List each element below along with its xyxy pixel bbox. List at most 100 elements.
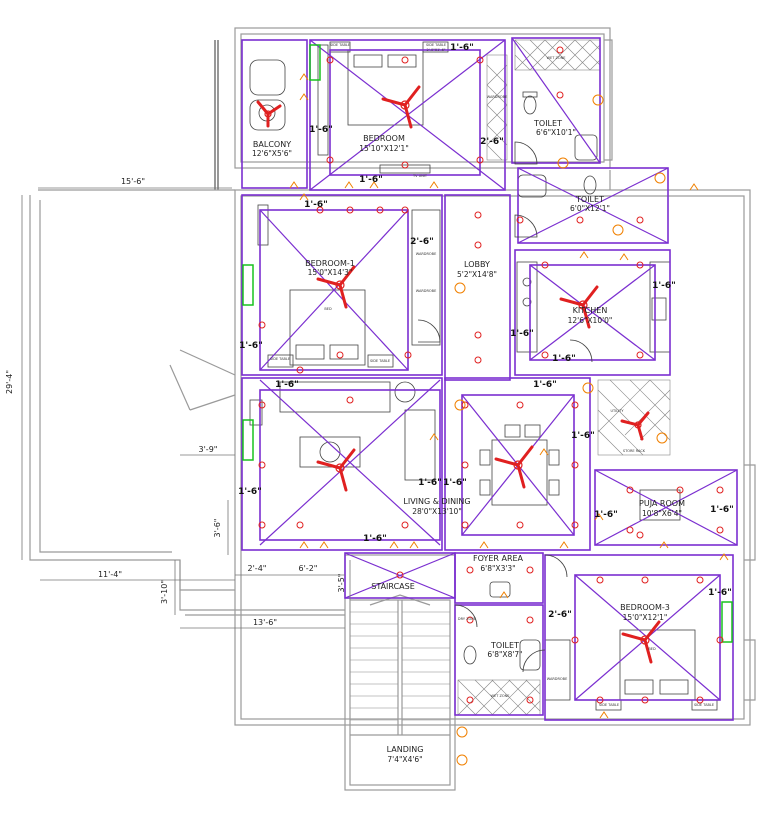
room-name-balcony: BALCONY [253,140,291,149]
ac-units [242,44,733,643]
svg-text:WARDROBE: WARDROBE [487,95,508,99]
svg-text:1'-6": 1'-6" [708,588,732,598]
room-name-lobby: LOBBY [464,260,490,269]
room-name-bedroom: BEDROOM [363,134,405,143]
ac-unit [721,601,733,643]
room-size-bedroom-3: 15'0"X12'1" [623,613,668,622]
svg-text:1'-6": 1'-6" [533,380,557,390]
svg-text:1'-6": 1'-6" [363,534,387,544]
svg-text:SIDE TABLE: SIDE TABLE [599,703,619,707]
room-name-bedroom-3: BEDROOM-3 [620,603,670,612]
room-size-toilet-top: 6'6"X10'1" [536,128,576,137]
fan-icon [620,411,650,441]
svg-text:2'-6": 2'-6" [410,237,434,247]
svg-text:WARDROBE: WARDROBE [416,252,437,256]
room-size-foyer: 6'8"X3'3" [480,564,515,573]
wet-zone-hatching [457,39,671,716]
svg-text:1'-6": 1'-6" [510,329,534,339]
doors [417,141,593,673]
svg-text:BED: BED [648,647,656,651]
dim-15-6: 15'-6" [121,177,145,186]
ceiling-layout [241,37,738,721]
svg-text:SIDE TABLE: SIDE TABLE [330,43,350,47]
offset-marks: 1'-6" 1'-6" 2'-6" 1'-6" 1'-6" 2'-6" 1'-6… [238,43,734,620]
svg-text:1'-6": 1'-6" [552,354,576,364]
svg-text:2'-6": 2'-6" [480,137,504,147]
svg-text:1'-6": 1'-6" [309,125,333,135]
dim-3-5: 3'-5" [337,574,346,593]
fan-icon [494,445,534,489]
svg-text:1'-6": 1'-6" [594,510,618,520]
svg-text:SIDE TABLE: SIDE TABLE [694,703,714,707]
furniture-labels: SIDE TABLE SIDE TABLE 2'-0"X1'-6" SIDE T… [270,43,714,707]
room-size-puja: 10'8"X6'4" [642,509,682,518]
room-labels: BALCONY 12'6"X5'6" BEDROOM 15'10"X12'1" … [252,119,685,764]
svg-text:1'-6": 1'-6" [443,478,467,488]
room-name-kitchen: KITCHEN [573,306,608,315]
svg-text:1'-6": 1'-6" [239,341,263,351]
dim-29-4: 29'-4" [5,370,14,394]
svg-text:1'-6": 1'-6" [238,487,262,497]
light-points [258,46,724,704]
ac-unit [309,44,321,81]
dim-13-6: 13'-6" [253,618,277,627]
room-size-bedroom-1: 15'0"X14'3" [308,268,353,277]
svg-text:SIDE TABLE: SIDE TABLE [270,357,290,361]
room-size-kitchen: 12'6"X10'0" [568,316,613,325]
room-size-toilet-mid: 6'0"X12'1" [570,204,610,213]
dim-3-6: 3'-6" [213,519,222,538]
svg-text:WARDROBE: WARDROBE [547,677,568,681]
ac-unit [242,264,254,306]
room-name-bedroom-1: BEDROOM-1 [305,259,355,268]
dimension-lines [21,187,351,629]
dim-2-4: 2'-4" [248,564,267,573]
room-name-toilet-bottom: TOILET [490,641,519,650]
room-name-staircase: STAIRCASE [371,582,415,591]
room-size-balcony: 12'6"X5'6" [252,149,292,158]
dim-3-9: 3'-9" [199,445,218,454]
svg-text:BED: BED [324,307,332,311]
svg-text:1'-6": 1'-6" [304,200,328,210]
ac-unit [242,419,254,461]
room-size-bedroom: 15'10"X12'1" [359,144,409,153]
fan-icon [381,85,421,129]
svg-text:SIDE TABLE: SIDE TABLE [370,359,390,363]
svg-text:1'-6": 1'-6" [710,505,734,515]
svg-text:SIDE TABLE: SIDE TABLE [426,43,446,47]
room-size-lobby: 5'2"X14'8" [457,270,497,279]
svg-text:1'-6": 1'-6" [359,175,383,185]
svg-text:2'-0"X1'-6": 2'-0"X1'-6" [427,48,446,52]
fan-icon [559,285,599,329]
svg-text:1'-6": 1'-6" [450,43,474,53]
room-size-living: 28'0"X13'10" [412,507,462,516]
room-name-utility: UTILITY [611,409,625,413]
svg-text:TV UNIT: TV UNIT [412,174,428,178]
fan-icon [621,620,661,664]
svg-text:WARDROBE: WARDROBE [416,289,437,293]
svg-text:STORE RACK: STORE RACK [623,449,646,453]
room-name-living: LIVING & DINING [403,497,470,506]
room-name-toilet-mid: TOILET [575,195,604,204]
fan-icon [316,265,356,309]
svg-text:DRY ZONE: DRY ZONE [458,617,476,621]
room-name-landing: LANDING [387,745,424,754]
fan-icon [256,100,282,128]
svg-text:1'-6": 1'-6" [571,431,595,441]
dim-3-10: 3'-10" [160,580,169,604]
dim-11-4: 11'-4" [98,570,122,579]
dimension-texts: 15'-6" 29'-4" 3'-9" 3'-6" 11'-4" 2'-4" 6… [5,177,346,627]
dim-6-2: 6'-2" [299,564,318,573]
switch-points [289,73,729,766]
svg-text:1'-6": 1'-6" [652,281,676,291]
room-size-toilet-bottom: 6'8"X8'7" [487,650,522,659]
room-name-puja: PUJA ROOM [639,499,685,508]
room-name-foyer: FOYER AREA [473,554,524,563]
svg-text:WET ZONE: WET ZONE [491,694,510,698]
svg-text:1'-6": 1'-6" [275,380,299,390]
room-size-landing: 7'4"X4'6" [387,755,422,764]
ceiling-fans [256,85,661,664]
room-name-toilet-top: TOILET [533,119,562,128]
fan-icon [316,448,356,492]
walls [29,27,756,791]
